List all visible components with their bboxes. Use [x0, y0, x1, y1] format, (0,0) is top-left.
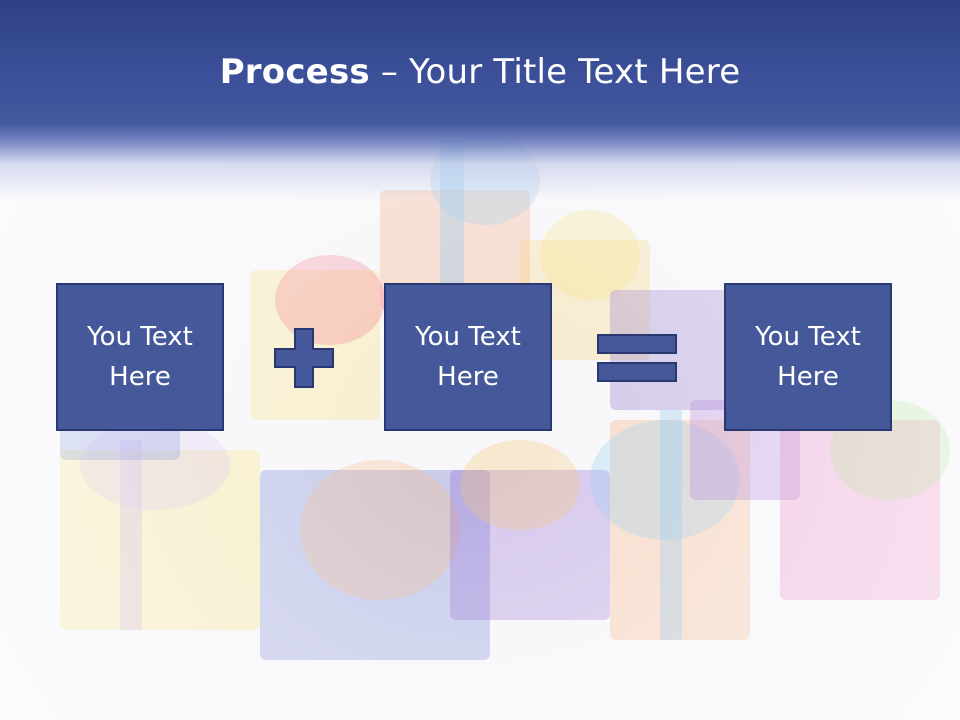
- title-band: [0, 0, 960, 200]
- process-box-3-line1: You Text: [755, 322, 861, 352]
- plus-center: [294, 350, 314, 366]
- process-box-3-line2: Here: [777, 362, 839, 392]
- process-box-2-line1: You Text: [415, 322, 521, 352]
- plus-sign: [274, 328, 334, 388]
- slide-title: Process – Your Title Text Here: [0, 52, 960, 92]
- title-bold: Process: [219, 52, 370, 92]
- equals-sign: [597, 334, 677, 384]
- equals-top-bar: [597, 334, 677, 354]
- process-box-1[interactable]: You Text Here: [56, 283, 224, 431]
- equals-bottom-bar: [597, 362, 677, 382]
- process-box-2[interactable]: You Text Here: [384, 283, 552, 431]
- title-rest: – Your Title Text Here: [369, 52, 741, 92]
- process-box-1-line1: You Text: [87, 322, 193, 352]
- process-box-2-line2: Here: [437, 362, 499, 392]
- process-box-1-line2: Here: [109, 362, 171, 392]
- process-box-3[interactable]: You Text Here: [724, 283, 892, 431]
